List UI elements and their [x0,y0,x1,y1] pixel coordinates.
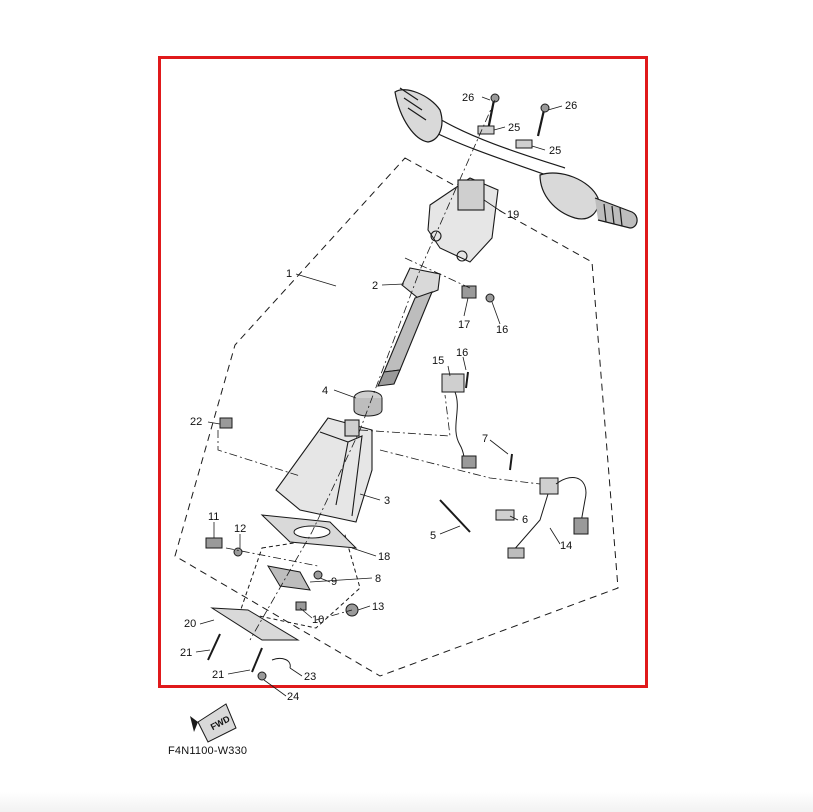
callout-5: 5 [430,530,436,542]
bracket [266,565,311,591]
callout-21-a: 21 [180,647,192,659]
centre-lines [217,99,541,641]
callout-8: 8 [375,573,381,585]
steering-shaft [377,267,441,387]
callout-26-a: 26 [462,92,474,104]
assembly-outline [174,157,619,677]
callout-22: 22 [190,416,202,428]
callout-21-b: 21 [212,669,224,681]
callout-3: 3 [384,495,390,507]
callout-16-b: 16 [456,347,468,359]
drawing-code: F4N1100-W330 [168,745,248,757]
wire-harness-15 [441,373,477,469]
callout-25-b: 25 [549,145,561,157]
page-bottom-band [0,792,813,812]
fasteners [205,93,550,681]
callout-12: 12 [234,523,246,535]
handlebar [394,87,638,229]
callout-6: 6 [522,514,528,526]
callout-4: 4 [322,385,328,397]
callout-labels: 26 26 25 25 19 1 2 17 16 16 15 4 22 7 3 … [180,92,577,703]
callout-25-a: 25 [508,122,520,134]
callout-1: 1 [286,268,292,280]
highlight-frame [158,56,648,688]
callout-14: 14 [560,540,572,552]
callout-18: 18 [378,551,390,563]
callout-10: 10 [312,614,324,626]
leader-lines [195,96,563,697]
column-cone [275,417,373,523]
sensor-14 [507,477,589,559]
callout-13: 13 [372,601,384,613]
callout-24: 24 [287,691,299,703]
callout-11: 11 [208,511,219,523]
callout-17: 17 [458,319,470,331]
callout-19: 19 [507,209,519,221]
callout-20: 20 [184,618,196,630]
callout-26-b: 26 [565,100,577,112]
callout-7: 7 [482,433,488,445]
base-plate [210,607,300,641]
callout-16-a: 16 [496,324,508,336]
column-head [427,177,499,263]
callout-2: 2 [372,280,378,292]
callout-23: 23 [304,671,316,683]
spline-collar [353,390,383,417]
callout-9: 9 [331,576,337,588]
callout-15: 15 [432,355,444,367]
fwd-arrow-icon: FWD [190,703,237,743]
